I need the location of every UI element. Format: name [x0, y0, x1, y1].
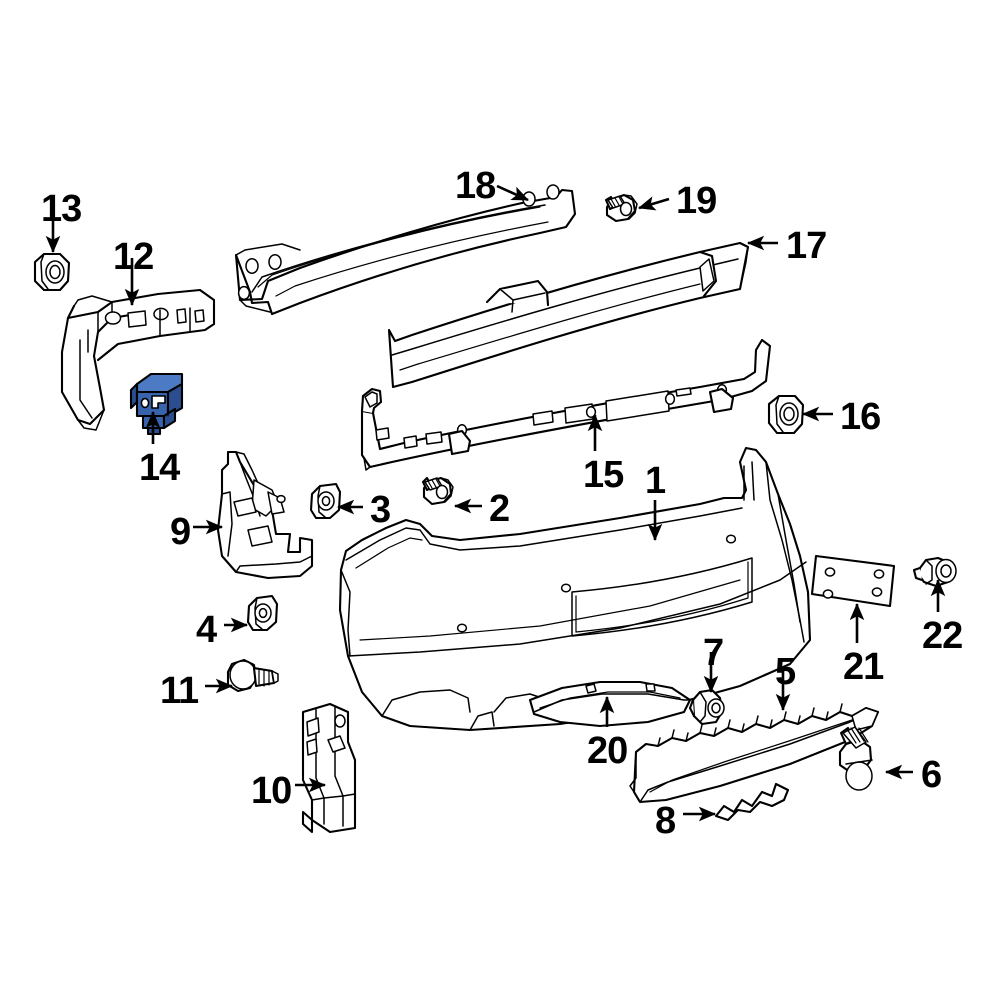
callout-label-12[interactable]: 12: [113, 236, 154, 278]
part-3-retainer-nut[interactable]: [309, 482, 342, 520]
part-9-splash-shield[interactable]: [216, 450, 314, 580]
callout-label-6[interactable]: 6: [921, 754, 942, 796]
part-4-retainer-nut[interactable]: [246, 594, 279, 632]
callout-label-21[interactable]: 21: [843, 646, 884, 688]
part-7-clip[interactable]: [688, 688, 725, 726]
part-13-nut[interactable]: [33, 252, 71, 292]
leader-arrow-18: [496, 184, 529, 202]
callout-label-3[interactable]: 3: [370, 489, 391, 531]
part-11-bolt[interactable]: [226, 658, 279, 693]
part-16-nut[interactable]: [767, 394, 805, 435]
callout-label-15[interactable]: 15: [583, 454, 624, 496]
part-17-upper-absorber[interactable]: [387, 241, 750, 389]
part-21-license-plate-bracket[interactable]: [810, 554, 896, 608]
callout-label-14[interactable]: 14: [139, 447, 180, 489]
callout-label-2[interactable]: 2: [489, 488, 510, 530]
callout-label-17[interactable]: 17: [786, 225, 827, 267]
part-6-screw[interactable]: [838, 726, 873, 791]
callout-pointers: [45, 184, 946, 822]
part-10-reinforcement-bracket[interactable]: [301, 702, 357, 834]
part-12-side-bracket[interactable]: [60, 288, 216, 431]
callout-label-4[interactable]: 4: [196, 609, 217, 651]
part-14-bumper-retainer-bracket[interactable]: [129, 372, 184, 436]
part-8-bracket[interactable]: [714, 782, 790, 822]
callout-label-22[interactable]: 22: [922, 615, 963, 657]
callout-label-10[interactable]: 10: [251, 770, 292, 812]
part-1-bumper-cover[interactable]: [338, 446, 812, 732]
callout-label-5[interactable]: 5: [775, 651, 796, 693]
part-5-lower-valance[interactable]: [629, 703, 880, 804]
callout-label-8[interactable]: 8: [655, 800, 676, 842]
part-22-park-assist-sensor[interactable]: [912, 556, 957, 588]
callout-label-16[interactable]: 16: [840, 396, 881, 438]
part-2-bolt[interactable]: [421, 476, 454, 506]
callout-label-7[interactable]: 7: [703, 632, 724, 674]
part-19-bolt[interactable]: [604, 193, 638, 223]
part-18-impact-bar[interactable]: [234, 184, 577, 316]
callout-label-11[interactable]: 11: [160, 670, 199, 712]
callout-label-20[interactable]: 20: [587, 730, 628, 772]
leader-arrow-19: [638, 196, 670, 211]
callout-label-19[interactable]: 19: [676, 180, 717, 222]
callout-label-1[interactable]: 1: [645, 460, 666, 502]
part-15-impact-absorber[interactable]: [360, 338, 772, 471]
callout-label-18[interactable]: 18: [455, 165, 496, 207]
callout-label-13[interactable]: 13: [41, 188, 82, 230]
callout-label-9[interactable]: 9: [170, 511, 191, 553]
